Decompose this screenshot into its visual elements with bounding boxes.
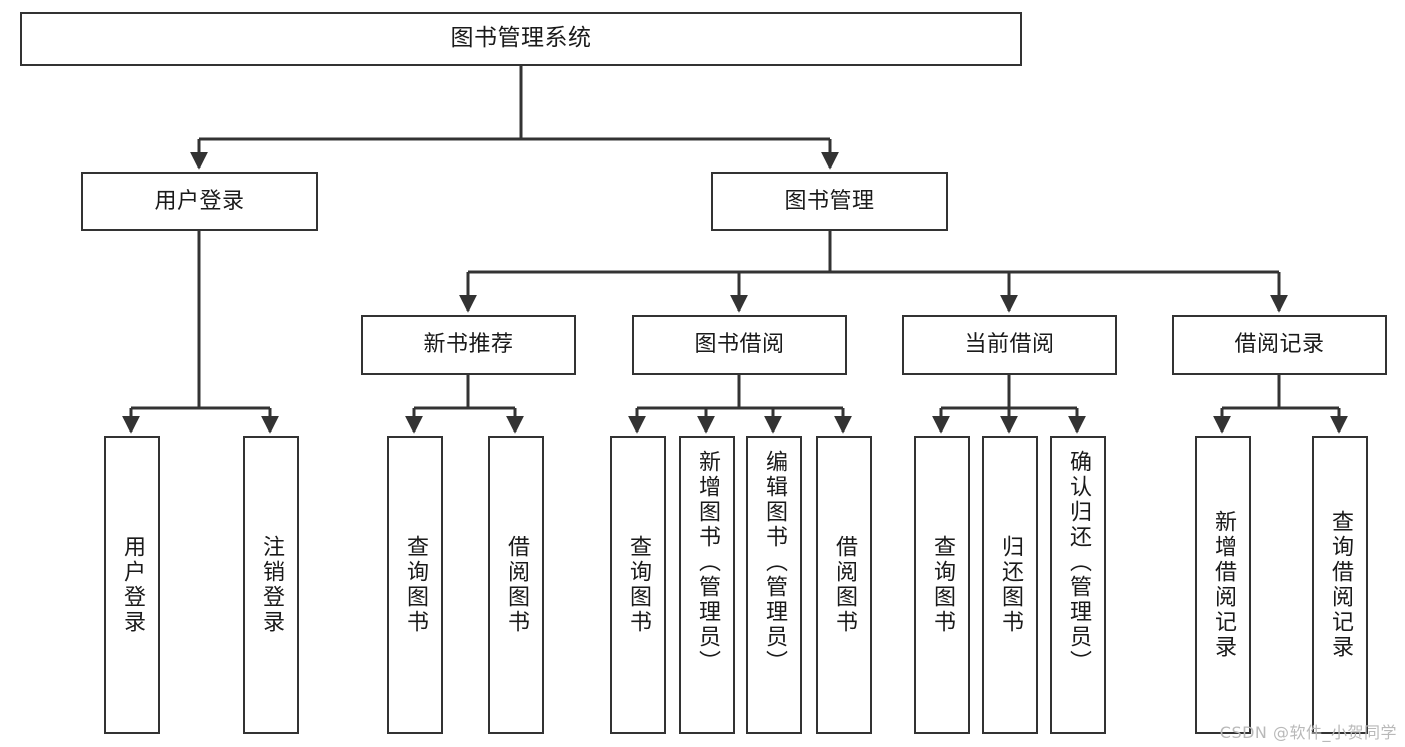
- node-leaf-edit-book-label: 编辑图书（管理员）: [762, 450, 787, 675]
- node-borrow-record-label: 借阅记录: [1234, 332, 1325, 358]
- node-leaf-query-record[interactable]: 查询借阅记录: [1312, 436, 1368, 734]
- node-current-borrow[interactable]: 当前借阅: [902, 315, 1117, 375]
- node-leaf-query-book-3[interactable]: 查询图书: [914, 436, 970, 734]
- node-user-login[interactable]: 用户登录: [81, 172, 318, 231]
- node-leaf-borrow-book-1-label: 借阅图书: [504, 535, 529, 635]
- node-leaf-logout[interactable]: 注销登录: [243, 436, 299, 734]
- watermark-text: CSDN @软件_小贺同学: [1219, 723, 1397, 742]
- node-current-borrow-label: 当前借阅: [964, 332, 1055, 358]
- node-root[interactable]: 图书管理系统: [20, 12, 1022, 66]
- node-leaf-borrow-book-2-label: 借阅图书: [832, 535, 857, 635]
- node-user-login-label: 用户登录: [154, 188, 245, 214]
- node-book-borrow[interactable]: 图书借阅: [632, 315, 847, 375]
- node-leaf-query-book-1-label: 查询图书: [403, 535, 428, 635]
- node-leaf-confirm-return-label: 确认归还（管理员）: [1066, 450, 1091, 675]
- node-leaf-borrow-book-1[interactable]: 借阅图书: [488, 436, 544, 734]
- node-borrow-record[interactable]: 借阅记录: [1172, 315, 1387, 375]
- node-leaf-add-record-label: 新增借阅记录: [1211, 510, 1236, 660]
- node-leaf-query-book-2-label: 查询图书: [626, 535, 651, 635]
- node-leaf-add-record[interactable]: 新增借阅记录: [1195, 436, 1251, 734]
- node-root-label: 图书管理系统: [450, 25, 592, 52]
- node-leaf-user-login[interactable]: 用户登录: [104, 436, 160, 734]
- node-leaf-user-login-label: 用户登录: [120, 535, 145, 635]
- node-book-manage[interactable]: 图书管理: [711, 172, 948, 231]
- node-leaf-confirm-return[interactable]: 确认归还（管理员）: [1050, 436, 1106, 734]
- node-leaf-return-book-label: 归还图书: [998, 535, 1023, 635]
- node-leaf-add-book[interactable]: 新增图书（管理员）: [679, 436, 735, 734]
- node-leaf-add-book-label: 新增图书（管理员）: [695, 450, 720, 675]
- node-leaf-query-book-2[interactable]: 查询图书: [610, 436, 666, 734]
- node-leaf-return-book[interactable]: 归还图书: [982, 436, 1038, 734]
- node-leaf-query-record-label: 查询借阅记录: [1328, 510, 1353, 660]
- node-leaf-edit-book[interactable]: 编辑图书（管理员）: [746, 436, 802, 734]
- node-book-borrow-label: 图书借阅: [694, 332, 785, 358]
- node-leaf-query-book-1[interactable]: 查询图书: [387, 436, 443, 734]
- node-new-book-rec[interactable]: 新书推荐: [361, 315, 576, 375]
- node-leaf-logout-label: 注销登录: [259, 535, 284, 635]
- node-leaf-borrow-book-2[interactable]: 借阅图书: [816, 436, 872, 734]
- node-leaf-query-book-3-label: 查询图书: [930, 535, 955, 635]
- node-new-book-rec-label: 新书推荐: [423, 332, 514, 358]
- node-book-manage-label: 图书管理: [784, 188, 875, 214]
